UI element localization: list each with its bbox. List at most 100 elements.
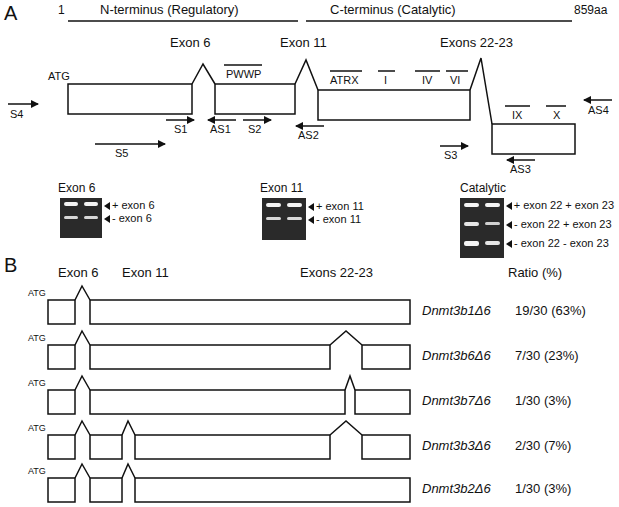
exon-block	[48, 390, 75, 414]
band-label: - exon 11	[316, 213, 361, 226]
primer-label: AS4	[588, 104, 609, 117]
gel-title: Catalytic	[460, 182, 506, 196]
panel-letter: A	[4, 2, 17, 25]
domain-label: X	[553, 109, 560, 122]
isoform-name: Dnmt3b3Δ6	[422, 439, 491, 454]
ratio-value: 7/30 (23%)	[515, 349, 579, 364]
ratio-value: 1/30 (3%)	[515, 482, 571, 497]
primer-arrow	[440, 145, 468, 147]
gel-title: Exon 11	[260, 182, 303, 196]
primer-arrow	[243, 119, 271, 121]
exon-block	[492, 124, 575, 154]
domain-label: IX	[512, 109, 522, 122]
band-pointer	[308, 216, 314, 224]
start-codon: ATG	[28, 288, 46, 298]
exon-block	[48, 478, 75, 502]
splice-chevron	[192, 64, 215, 84]
panel-letter: B	[4, 254, 17, 277]
region-label: C-terminus (Catalytic)	[330, 3, 456, 18]
gel-band	[84, 216, 98, 219]
primer-arrow	[166, 119, 194, 121]
domain-bar	[330, 70, 362, 72]
splice-chevron	[75, 376, 90, 390]
domain-bar	[378, 70, 395, 72]
primer-label: AS2	[298, 129, 319, 142]
primer-arrow	[507, 159, 535, 161]
exon-block	[48, 435, 75, 459]
band-label: + exon 6	[112, 199, 155, 212]
exon-block	[362, 435, 410, 459]
exon-label: Exons 22-23	[440, 36, 513, 51]
domain-bar	[546, 105, 566, 107]
domain-label: VI	[450, 74, 460, 87]
ratio-value: 1/30 (3%)	[515, 394, 571, 409]
residue-number: 1	[58, 4, 65, 18]
splice-chevron	[122, 421, 135, 435]
gel-band	[485, 222, 500, 225]
splice-chevron	[330, 421, 362, 435]
domain-label: PWWP	[226, 68, 261, 81]
splice-chevron	[75, 464, 90, 478]
exon-block	[362, 345, 410, 369]
gel-title: Exon 6	[58, 182, 95, 196]
splice-chevron	[330, 331, 362, 345]
ratio-value: 19/30 (63%)	[515, 304, 586, 319]
gel-band	[64, 202, 78, 206]
splice-chevron	[122, 464, 135, 478]
primer-arrow	[584, 99, 612, 101]
domain-bar	[446, 70, 468, 72]
isoform-name: Dnmt3b7Δ6	[422, 394, 491, 409]
column-header: Exons 22-23	[300, 266, 373, 281]
region-label: N-terminus (Regulatory)	[100, 3, 239, 18]
band-pointer	[104, 202, 110, 210]
exon-block	[48, 345, 75, 369]
exon-block	[90, 435, 122, 459]
region-bar	[306, 20, 572, 22]
splice-chevron	[75, 331, 90, 345]
domain-label: IV	[422, 74, 432, 87]
gel-band	[464, 222, 479, 226]
primer-arrow	[8, 103, 38, 105]
region-bar	[68, 20, 298, 22]
primer-label: S3	[444, 149, 457, 162]
band-label: + exon 22 + exon 23	[514, 199, 614, 212]
gel-band	[266, 203, 281, 207]
start-codon: ATG	[28, 378, 46, 388]
band-pointer	[308, 203, 314, 211]
domain-bar	[224, 64, 262, 66]
splice-chevron	[470, 58, 492, 124]
primer-arrow	[296, 125, 324, 127]
band-pointer	[506, 202, 512, 210]
exon-block	[90, 345, 330, 369]
gel-band	[464, 203, 479, 207]
splice-chevron	[75, 421, 90, 435]
column-header: Exon 11	[122, 266, 169, 281]
start-codon: ATG	[28, 466, 46, 476]
domain-bar	[505, 105, 530, 107]
exon-block	[355, 390, 410, 414]
exon-block	[90, 300, 410, 324]
splice-chevron	[295, 60, 318, 90]
isoform-name: Dnmt3b2Δ6	[422, 482, 491, 497]
gel-image	[262, 198, 306, 240]
primer-label: AS3	[510, 163, 531, 176]
primer-arrow	[208, 119, 236, 121]
domain-bar	[415, 70, 440, 72]
band-label: - exon 22 + exon 23	[514, 218, 612, 231]
primer-label: S5	[115, 147, 128, 160]
splice-chevron	[345, 376, 355, 390]
gel-band	[266, 217, 281, 220]
gel-band	[84, 202, 98, 206]
exon-block	[68, 84, 192, 114]
band-label: - exon 6	[112, 212, 152, 225]
exon-block	[318, 90, 470, 120]
exon-block	[90, 478, 122, 502]
exon-block	[135, 478, 410, 502]
exon-block	[215, 84, 295, 114]
residue-number: 859aa	[574, 4, 607, 18]
start-codon: ATG	[28, 423, 46, 433]
primer-arrow	[95, 143, 165, 145]
gel-band	[287, 217, 302, 220]
primer-label: AS1	[210, 123, 231, 136]
